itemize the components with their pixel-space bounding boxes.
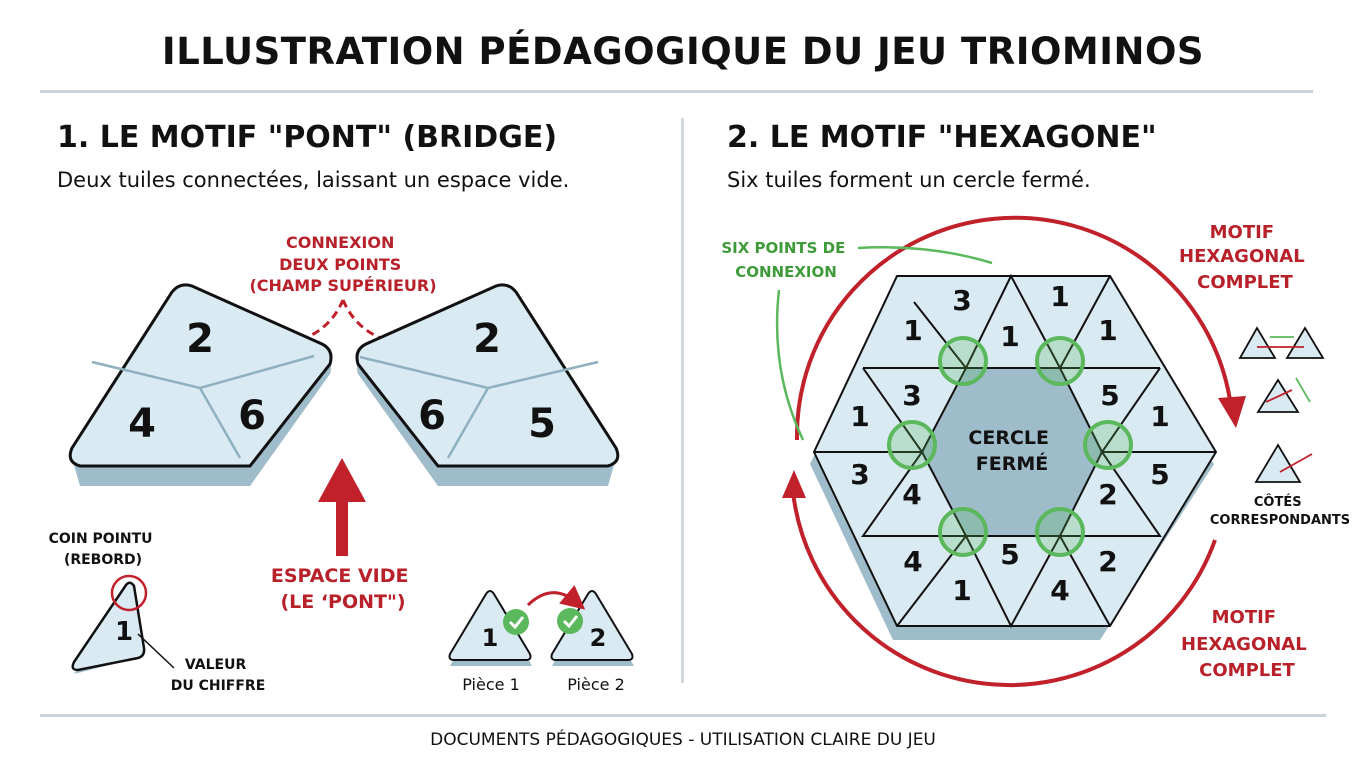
hexagon-numbers: 3 1 1 1 1 1 3 3 4 5 1 5 2 4 1 5 4 2 <box>850 280 1169 607</box>
connection-point-icon <box>1035 336 1085 386</box>
value-label: VALEUR DU CHIFFRE <box>171 657 266 694</box>
section2-heading: 2. LE MOTIF "HEXAGONE" <box>727 120 1157 155</box>
svg-text:5: 5 <box>1150 458 1169 491</box>
arrowhead-icon <box>782 470 806 498</box>
sides-label: CÔTÉS CORRESPONDANTS <box>1210 494 1350 528</box>
piece-1: 1 <box>448 590 532 666</box>
bottom-circular-arrow <box>791 491 1217 688</box>
svg-text:2: 2 <box>590 624 607 652</box>
hexagon-tiles <box>812 273 1218 629</box>
svg-text:1: 1 <box>1000 320 1019 353</box>
svg-text:3: 3 <box>902 379 921 412</box>
motif-bottom-label: MOTIF HEXAGONAL COMPLET <box>1181 607 1313 681</box>
svg-text:4: 4 <box>1050 574 1069 607</box>
svg-text:5: 5 <box>1100 379 1119 412</box>
svg-text:1: 1 <box>482 624 499 652</box>
connection-arrow-left <box>220 299 345 360</box>
piece-transfer-arrow-icon <box>526 585 586 610</box>
svg-text:2: 2 <box>186 316 214 362</box>
top-circular-arrow <box>794 215 1232 441</box>
connection-point-icon <box>1035 507 1085 557</box>
connection-point-circles <box>887 336 1133 557</box>
check-icon <box>557 608 583 634</box>
svg-text:6: 6 <box>238 393 266 439</box>
motif-top-label: MOTIF HEXAGONAL COMPLET <box>1179 222 1311 293</box>
gap-label: ESPACE VIDE (LE ‘PONT") <box>271 565 415 613</box>
section1-subtitle: Deux tuiles connectées, laissant un espa… <box>57 168 570 192</box>
connection-point-icon <box>938 336 988 386</box>
svg-text:1: 1 <box>1098 314 1117 347</box>
svg-text:1: 1 <box>1050 280 1069 313</box>
tile-right: 2 6 5 <box>355 283 620 486</box>
svg-text:1: 1 <box>903 314 922 347</box>
piece-2-label: Pièce 2 <box>567 675 625 694</box>
section1-heading: 1. LE MOTIF "PONT" (BRIDGE) <box>57 120 558 155</box>
piece-2: 2 <box>550 590 634 666</box>
piece-1-label: Pièce 1 <box>462 675 520 694</box>
vertical-divider <box>681 118 684 683</box>
connection-point-icon <box>938 507 988 557</box>
gap-arrow-icon <box>318 458 366 556</box>
svg-text:4: 4 <box>902 478 921 511</box>
svg-text:6: 6 <box>418 393 446 439</box>
svg-text:3: 3 <box>850 458 869 491</box>
svg-text:2: 2 <box>1098 478 1117 511</box>
connection-point-icon <box>887 420 937 470</box>
page-title: ILLUSTRATION PÉDAGOGIQUE DU JEU TRIOMINO… <box>161 30 1205 73</box>
section2-subtitle: Six tuiles forment un cercle fermé. <box>727 168 1091 192</box>
svg-text:4: 4 <box>128 401 156 447</box>
corner-tile: 1 <box>71 574 175 674</box>
connection-point-icon <box>1083 420 1133 470</box>
svg-text:5: 5 <box>1000 538 1019 571</box>
svg-text:5: 5 <box>528 401 556 447</box>
center-label: CERCLE FERMÉ <box>968 427 1055 475</box>
svg-text:1: 1 <box>952 574 971 607</box>
svg-text:2: 2 <box>1098 545 1117 578</box>
svg-text:3: 3 <box>952 284 971 317</box>
connection-label: CONNEXION DEUX POINTS (CHAMP SUPÉRIEUR) <box>249 233 436 295</box>
tile-left: 2 4 6 <box>68 283 333 486</box>
six-points-label: SIX POINTS DE CONNEXION <box>721 239 850 281</box>
top-divider <box>40 90 1313 93</box>
matching-sides-icons <box>1238 326 1325 483</box>
footer-text: DOCUMENTS PÉDAGOGIQUES - UTILISATION CLA… <box>430 730 936 750</box>
check-icon <box>503 609 529 635</box>
bottom-divider <box>40 714 1326 717</box>
svg-text:1: 1 <box>1150 400 1169 433</box>
corner-highlight-circle-icon <box>110 574 148 612</box>
svg-text:1: 1 <box>850 400 869 433</box>
corner-label: COIN POINTU (REBORD) <box>49 531 158 568</box>
svg-text:1: 1 <box>115 617 133 647</box>
svg-text:4: 4 <box>903 545 922 578</box>
svg-text:2: 2 <box>473 316 501 362</box>
arrowhead-icon <box>1218 396 1246 428</box>
